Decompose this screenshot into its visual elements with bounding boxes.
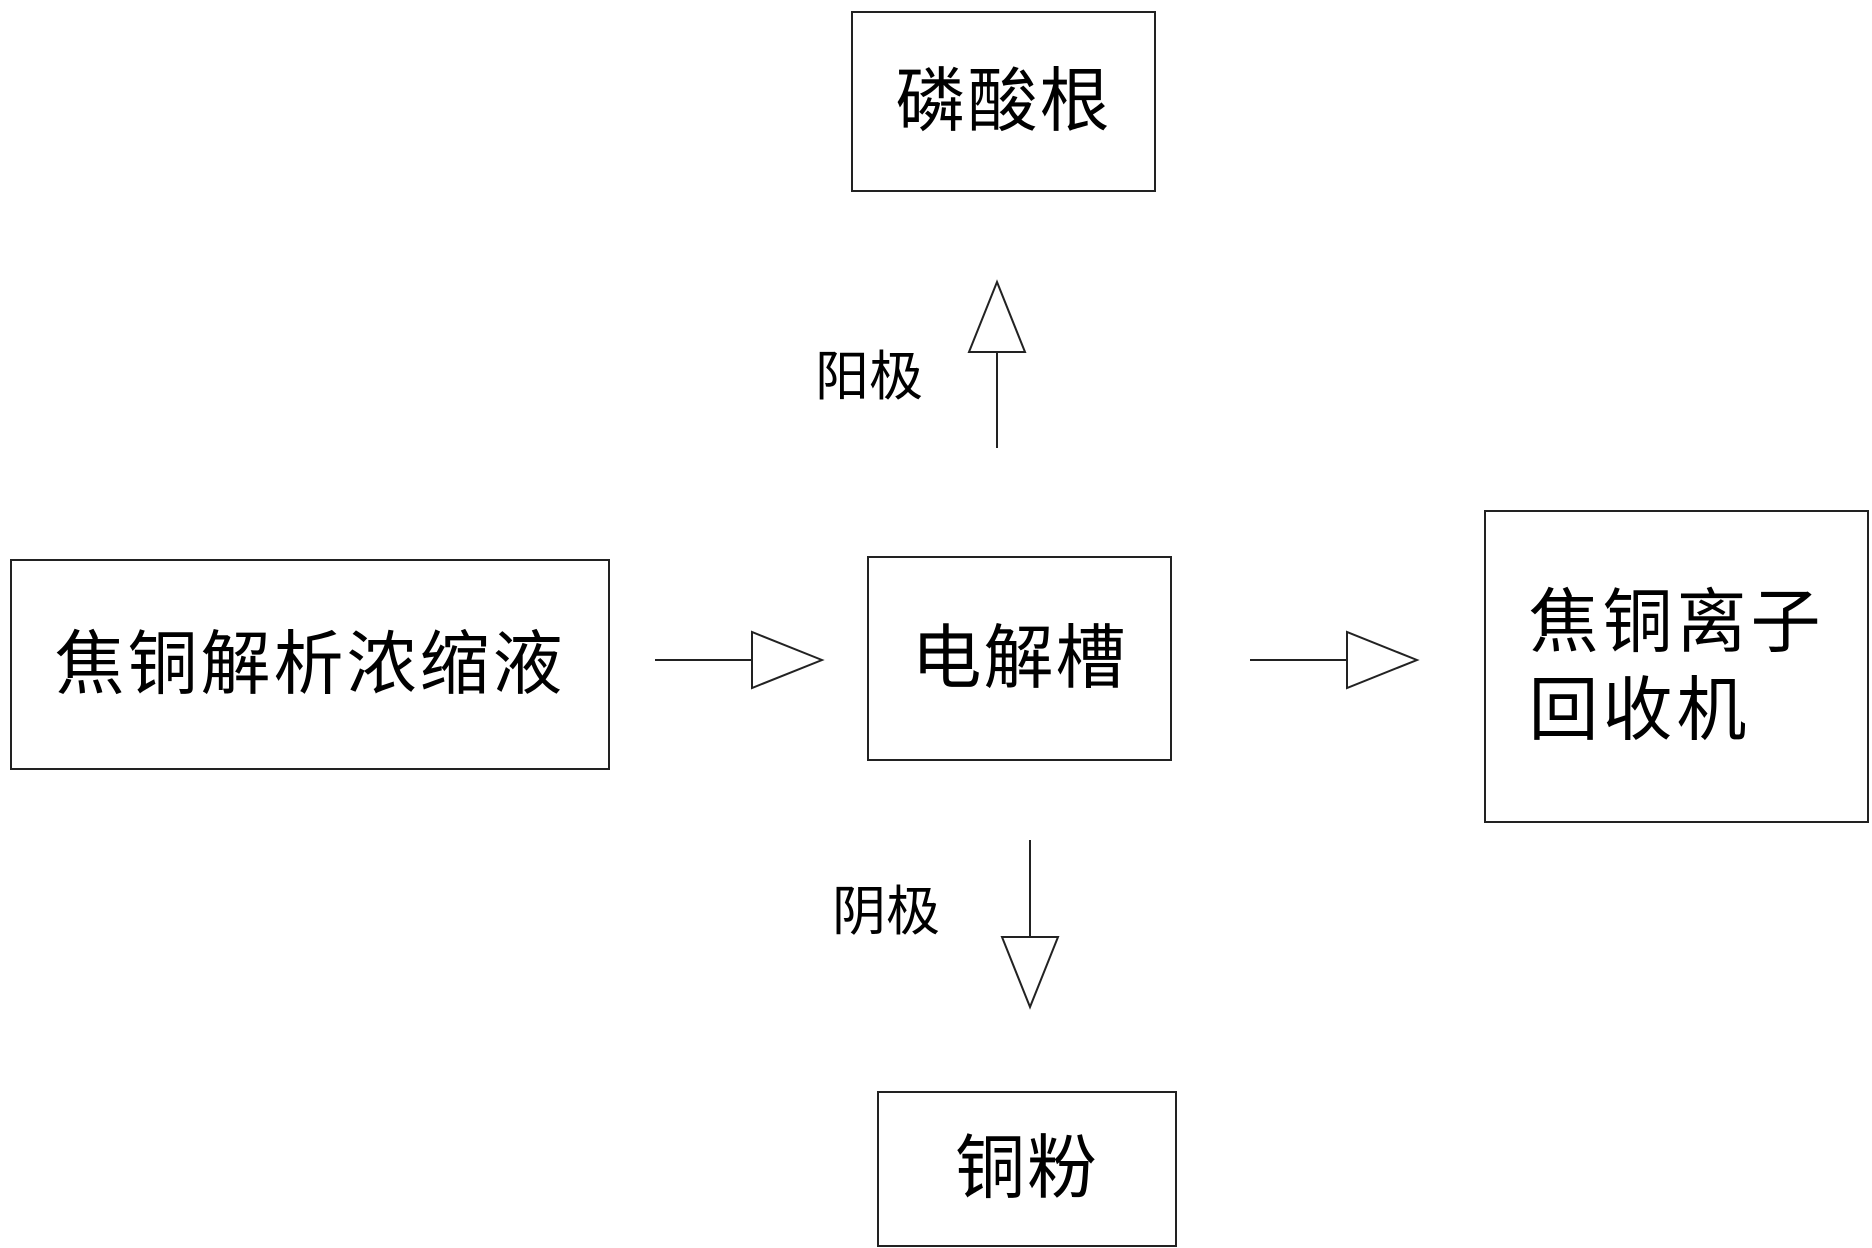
anode-label: 阳极 (815, 345, 923, 408)
phosphate-node: 磷酸根 (851, 11, 1156, 192)
copper-powder-node: 铜粉 (877, 1091, 1177, 1247)
recovery-machine-node: 焦铜离子 回收机 (1484, 510, 1869, 823)
copper-powder-label: 铜粉 (955, 1127, 1099, 1210)
feed-arrow (655, 630, 825, 690)
output-arrow (1250, 630, 1420, 690)
concentrate-node: 焦铜解析浓缩液 (10, 559, 610, 770)
electrolyzer-label: 电解槽 (911, 616, 1128, 699)
anode-arrow (967, 279, 1027, 448)
recovery-machine-label: 焦铜离子 回收机 (1528, 581, 1825, 751)
concentrate-label: 焦铜解析浓缩液 (54, 622, 566, 705)
phosphate-label: 磷酸根 (895, 59, 1112, 142)
electrolyzer-node: 电解槽 (867, 556, 1172, 761)
cathode-label: 阴极 (832, 880, 940, 943)
cathode-arrow (1000, 840, 1060, 1010)
